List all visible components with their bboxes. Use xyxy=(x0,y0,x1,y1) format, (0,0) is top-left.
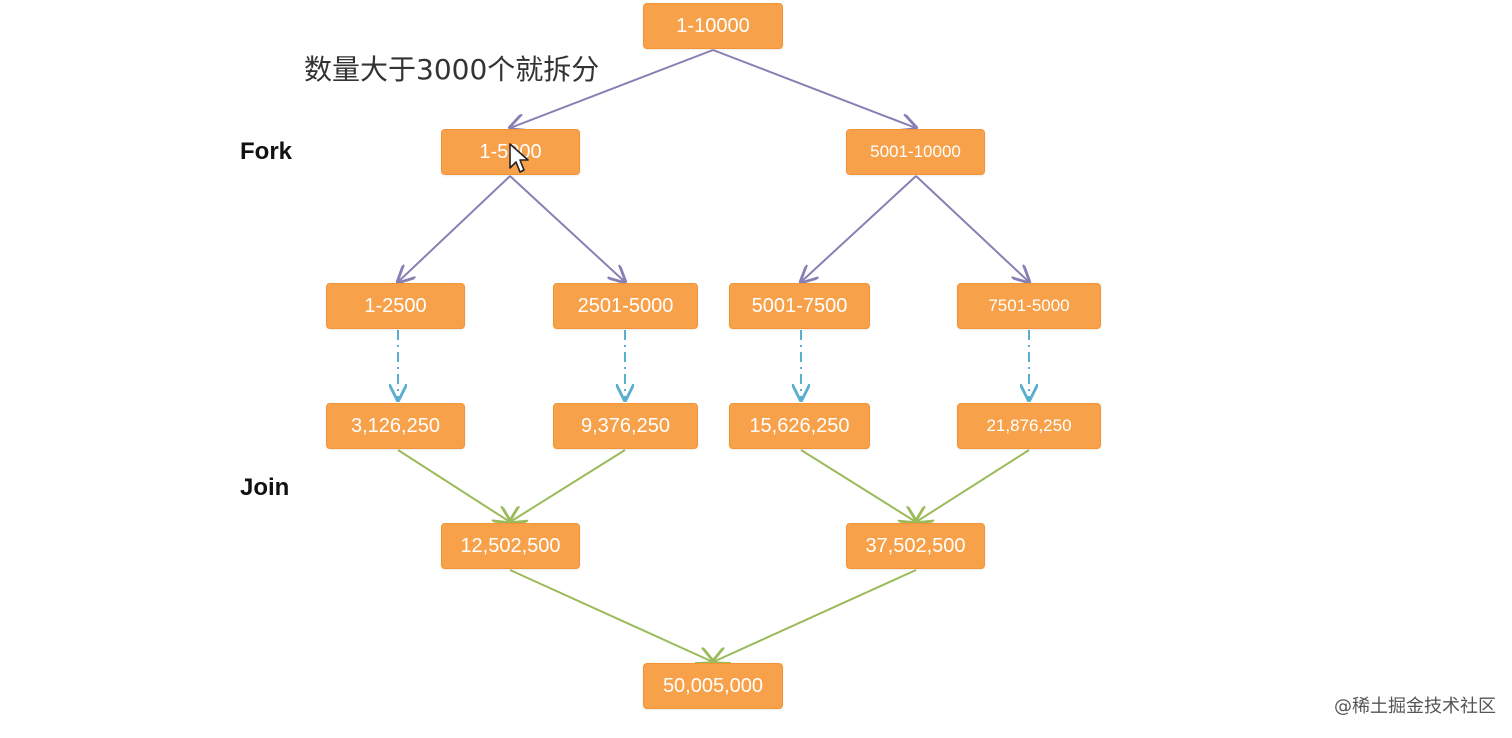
node-fork-right: 5001-10000 xyxy=(846,129,985,175)
node-root: 1-10000 xyxy=(643,3,783,49)
edge-fork-right-leaf3 xyxy=(801,175,917,282)
node-leaf-4: 7501-5000 xyxy=(957,283,1101,329)
edge-result3-join-right xyxy=(800,449,916,522)
edge-result1-join-left xyxy=(397,449,510,522)
node-leaf-2: 2501-5000 xyxy=(553,283,698,329)
edge-result2-join-left xyxy=(510,449,626,522)
join-label: Join xyxy=(240,474,290,501)
split-threshold-caption: 数量大于3000个就拆分 xyxy=(304,53,600,86)
node-result-2: 9,376,250 xyxy=(553,403,698,449)
node-final: 50,005,000 xyxy=(643,663,783,709)
edge-fork-left-leaf1 xyxy=(398,175,511,282)
edge-join-right-final xyxy=(713,569,917,662)
edge-fork-left-leaf2 xyxy=(509,175,625,282)
node-result-3: 15,626,250 xyxy=(729,403,870,449)
node-result-4: 21,876,250 xyxy=(957,403,1101,449)
edge-fork-right-leaf4 xyxy=(915,175,1029,282)
watermark: @稀土掘金技术社区 xyxy=(1334,696,1496,717)
fork-label: Fork xyxy=(240,138,293,165)
node-leaf-1: 1-2500 xyxy=(326,283,465,329)
node-leaf-3: 5001-7500 xyxy=(729,283,870,329)
edge-result4-join-right xyxy=(916,449,1030,522)
edge-root-fork-left xyxy=(510,49,714,128)
node-join-right: 37,502,500 xyxy=(846,523,985,569)
edge-join-left-final xyxy=(509,569,713,662)
node-join-left: 12,502,500 xyxy=(441,523,580,569)
mouse-cursor-icon xyxy=(509,143,529,173)
node-result-1: 3,126,250 xyxy=(326,403,465,449)
edge-root-fork-right xyxy=(712,49,916,128)
